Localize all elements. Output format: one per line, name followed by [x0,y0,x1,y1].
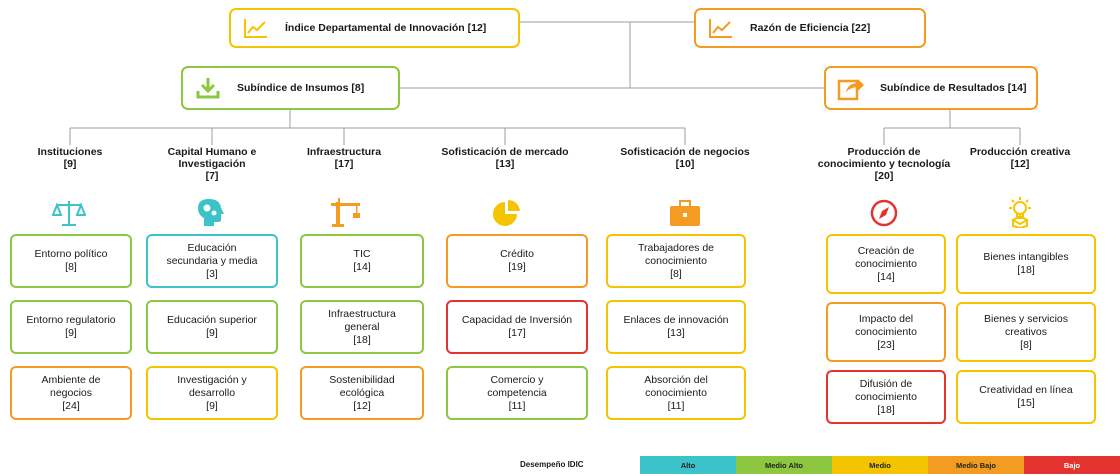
indice-departamental-box: Índice Departamental de Innovación [12] [229,8,520,48]
item-entorno-regulatorio: Entorno regulatorio [9] [10,300,132,354]
briefcase-icon [668,198,702,228]
item-capacidad-inversion: Capacidad de Inversión [17] [446,300,588,354]
razon-title: Razón de Eficiencia [22] [750,22,871,34]
legend-bajo: Bajo [1024,456,1120,474]
item-entorno-politico: Entorno político [8] [10,234,132,288]
legend-medio-bajo: Medio Bajo [928,456,1024,474]
subindice-insumos-box: Subíndice de Insumos [8] [181,66,400,110]
legend-alto: Alto [640,456,736,474]
pillar-capital-humano: Capital Humano e Investigación [7] [167,146,257,182]
legend-title: Desempeño IDIC [520,460,584,469]
razon-eficiencia-box: Razón de Eficiencia [22] [694,8,926,48]
pie-chart-icon [490,198,524,228]
item-bienes-servicios-creativos: Bienes y servicios creativos [8] [956,302,1096,362]
item-educacion-secundaria: Educación secundaria y media [3] [146,234,278,288]
legend-medio: Medio [832,456,928,474]
download-icon [183,68,233,108]
resultados-title: Subíndice de Resultados [14] [880,82,1027,94]
crane-icon [328,196,362,227]
item-ambiente-negocios: Ambiente de negocios [24] [10,366,132,420]
item-credito: Crédito [19] [446,234,588,288]
item-difusion-conocimiento: Difusión de conocimiento [18] [826,370,946,424]
compass-icon [867,198,901,228]
item-creacion-conocimiento: Creación de conocimiento [14] [826,234,946,294]
pillar-produccion-creativa: Producción creativa [12] [969,146,1071,170]
share-arrow-icon [826,68,876,108]
trend-chart-icon [231,10,281,46]
indice-title: Índice Departamental de Innovación [12] [285,22,487,34]
item-comercio-competencia: Comercio y competencia [11] [446,366,588,420]
pillar-sofisticacion-mercado: Sofisticación de mercado [13] [441,146,569,170]
item-tic: TIC [14] [300,234,424,288]
item-educacion-superior: Educación superior [9] [146,300,278,354]
pillar-instituciones: Instituciones [9] [37,146,103,170]
item-sostenibilidad-ecologica: Sostenibilidad ecológica [12] [300,366,424,420]
legend-medio-alto: Medio Alto [736,456,832,474]
item-creatividad-en-linea: Creatividad en línea [15] [956,370,1096,424]
item-absorcion-conocimiento: Absorción del conocimiento [11] [606,366,746,420]
pillar-produccion-conocimiento: Producción de conocimiento y tecnología … [817,146,951,182]
insumos-title: Subíndice de Insumos [8] [237,82,365,94]
item-impacto-conocimiento: Impacto del conocimiento [23] [826,302,946,362]
lightbulb-icon [1003,196,1037,230]
item-infraestructura-general: Infraestructura general [18] [300,300,424,354]
pillar-infraestructura: Infraestructura [17] [306,146,382,170]
item-enlaces-innovacion: Enlaces de innovación [13] [606,300,746,354]
item-bienes-intangibles: Bienes intangibles [18] [956,234,1096,294]
item-trabajadores-conocimiento: Trabajadores de conocimiento [8] [606,234,746,288]
trend-chart-icon [696,10,746,46]
head-gears-icon [194,196,228,226]
subindice-resultados-box: Subíndice de Resultados [14] [824,66,1038,110]
pillar-sofisticacion-negocios: Sofisticación de negocios [10] [620,146,750,170]
item-investigacion-desarrollo: Investigación y desarrollo [9] [146,366,278,420]
scales-icon [51,198,87,228]
